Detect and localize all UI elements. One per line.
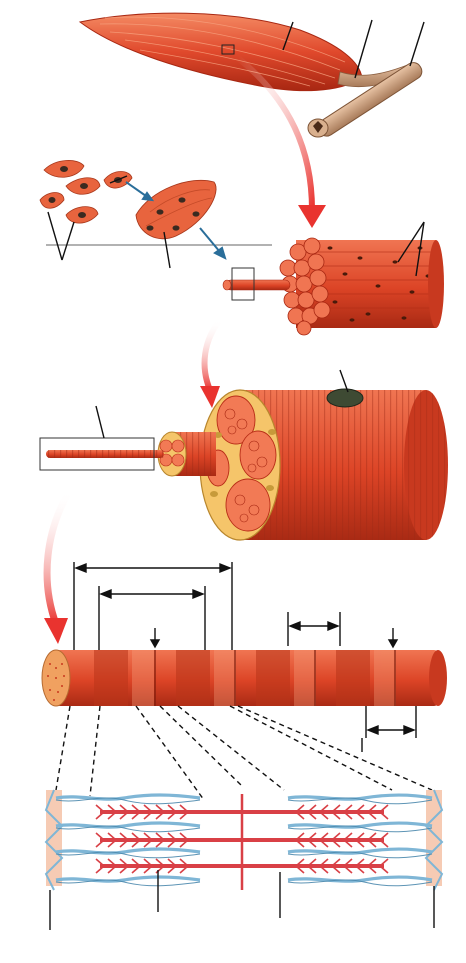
muscle-sample-box: [221, 44, 235, 55]
myosin-filaments: [100, 810, 384, 868]
myosin-heads: [95, 804, 389, 874]
arrow-icon: [43, 488, 74, 626]
leader-lines-section2: [47, 175, 171, 269]
dimension-markers: [73, 562, 417, 752]
tendon-and-bone: [307, 62, 423, 138]
fiber-sample-box: [231, 267, 255, 301]
arrow-icon: [44, 618, 68, 644]
leader-lines-bundle: [397, 221, 425, 277]
arrow-icon: [298, 205, 326, 228]
actin-filaments: [55, 793, 433, 883]
sarcomere-detail: [44, 789, 444, 891]
projection-lines: [55, 705, 433, 801]
arrow-icon: [125, 181, 227, 260]
muscle-fiber-detail: [39, 388, 448, 541]
myoblast-cells: [39, 160, 133, 224]
leader-lines-section3: [95, 369, 349, 439]
nucleus: [326, 388, 364, 408]
myofibril-sample-box: [39, 437, 155, 471]
z-disc-left: [44, 789, 64, 891]
arrow-icon: [200, 386, 220, 408]
myofibril: [41, 649, 447, 707]
fusing-cells: [135, 179, 217, 240]
arrow-icon: [236, 55, 315, 211]
whole-muscle: [78, 12, 363, 92]
muscle-fiber-bundle: [222, 237, 444, 336]
arrow-icon: [201, 318, 223, 392]
leader-lines-section1: [282, 19, 425, 79]
z-disc-right: [424, 789, 444, 891]
leader-lines-section5: [49, 870, 435, 930]
